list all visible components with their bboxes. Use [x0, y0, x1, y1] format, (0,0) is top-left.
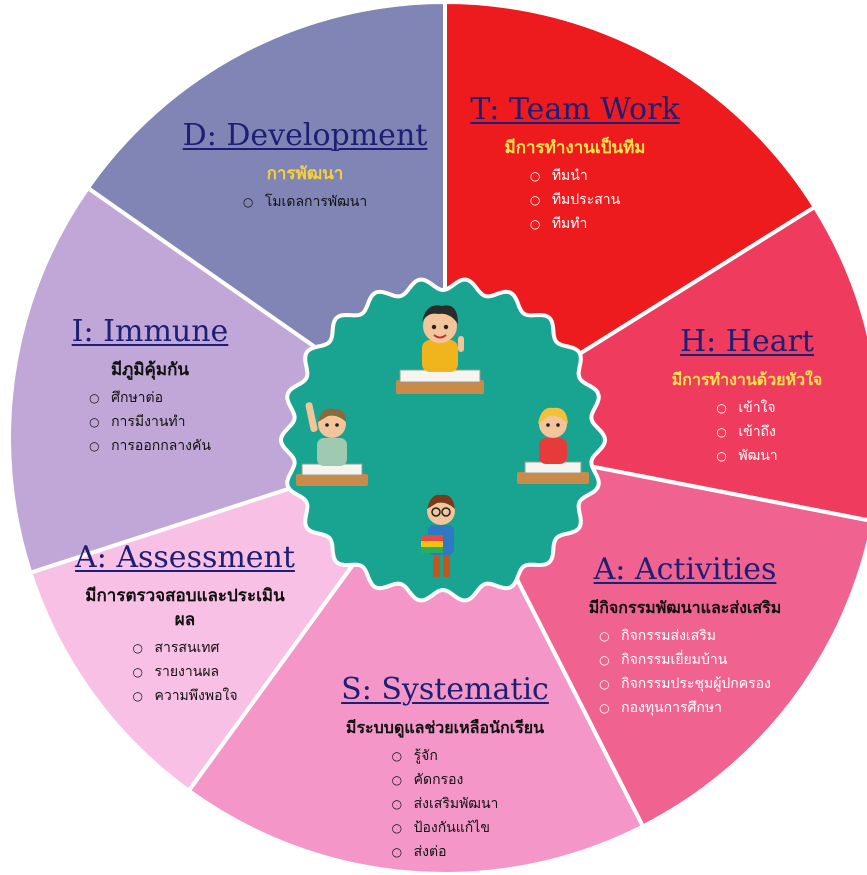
activities-items: กิจกรรมส่งเสริม กิจกรรมเยี่ยมบ้าน กิจกรร… [599, 624, 771, 720]
systematic-item: ส่งต่อ [392, 840, 499, 864]
immune-item: การออกกลางคัน [89, 434, 211, 458]
teamwork-item: ทีมประสาน [530, 188, 620, 212]
segment-heart: H: Heart มีการทำงานด้วยหัวใจ เข้าใจ เข้า… [632, 324, 862, 468]
segment-assessment: A: Assessment มีการตรวจสอบและประเมินผล ส… [50, 540, 320, 708]
development-items: โมเดลการพัฒนา [243, 190, 367, 214]
activities-item: กิจกรรมเยี่ยมบ้าน [599, 648, 771, 672]
systematic-title: S: Systematic [341, 672, 549, 707]
heart-item: เข้าถึง [716, 420, 777, 444]
immune-title: I: Immune [71, 314, 229, 349]
assessment-item: ความพึงพอใจ [132, 684, 237, 708]
systematic-items: รู้จัก คัดกรอง ส่งเสริมพัฒนา ป้องกันแก้ไ… [392, 744, 499, 864]
assessment-item: สารสนเทศ [132, 636, 237, 660]
segment-systematic: S: Systematic มีระบบดูแลช่วยเหลือนักเรีย… [300, 672, 590, 864]
immune-subtitle: มีภูมิคุ้มกัน [110, 360, 190, 380]
teamwork-items: ทีมนำ ทีมประสาน ทีมทำ [530, 164, 620, 236]
segment-activities: A: Activities มีกิจกรรมพัฒนาและส่งเสริม … [550, 552, 820, 720]
heart-title: H: Heart [679, 324, 814, 359]
assessment-subtitle: มีการตรวจสอบและประเมินผล [85, 586, 285, 630]
development-subtitle: การพัฒนา [266, 164, 344, 184]
segment-development: D: Development การพัฒนา โมเดลการพัฒนา [150, 118, 460, 214]
student-raising-hand-illustration [296, 402, 368, 486]
student-writing-illustration [396, 305, 484, 394]
center-scalloped-hub [278, 277, 608, 603]
student-reading-illustration [517, 407, 589, 484]
activities-item: กิจกรรมส่งเสริม [599, 624, 771, 648]
assessment-items: สารสนเทศ รายงานผล ความพึงพอใจ [132, 636, 237, 708]
segment-teamwork: T: Team Work มีการทำงานเป็นทีม ทีมนำ ทีม… [440, 92, 710, 236]
heart-item: เข้าใจ [716, 396, 777, 420]
systematic-subtitle: มีระบบดูแลช่วยเหลือนักเรียน [345, 718, 545, 737]
immune-item: ศึกษาต่อ [89, 386, 211, 410]
wheel-segment-systematic [185, 434, 646, 875]
immune-items: ศึกษาต่อ การมีงานทำ การออกกลางคัน [89, 386, 211, 458]
teamwork-item: ทีมทำ [530, 212, 620, 236]
systematic-item: ส่งเสริมพัฒนา [392, 792, 499, 816]
assessment-title: A: Assessment [75, 540, 295, 575]
wheel-segment-immune [7, 185, 450, 576]
activities-subtitle: มีกิจกรรมพัฒนาและส่งเสริม [588, 598, 782, 617]
development-item: โมเดลการพัฒนา [243, 190, 367, 214]
heart-items: เข้าใจ เข้าถึง พัฒนา [716, 396, 777, 468]
systematic-item: ป้องกันแก้ไข [392, 816, 499, 840]
activities-item: กองทุนการศึกษา [599, 696, 771, 720]
student-carrying-books-illustration [421, 494, 455, 577]
teamwork-subtitle: มีการทำงานเป็นทีม [504, 138, 646, 158]
activities-item: กิจกรรมประชุมผู้ปกครอง [599, 672, 771, 696]
teamwork-title: T: Team Work [470, 92, 680, 127]
immune-item: การมีงานทำ [89, 410, 211, 434]
development-title: D: Development [182, 118, 428, 153]
systematic-item: คัดกรอง [392, 768, 499, 792]
assessment-item: รายงานผล [132, 660, 237, 684]
center-hub [278, 277, 608, 603]
systematic-item: รู้จัก [392, 744, 499, 768]
heart-item: พัฒนา [716, 444, 777, 468]
segment-immune: I: Immune มีภูมิคุ้มกัน ศึกษาต่อ การมีงา… [40, 314, 260, 458]
heart-subtitle: มีการทำงานด้วยหัวใจ [671, 370, 823, 389]
teamwork-item: ทีมนำ [530, 164, 620, 188]
activities-title: A: Activities [593, 552, 777, 587]
